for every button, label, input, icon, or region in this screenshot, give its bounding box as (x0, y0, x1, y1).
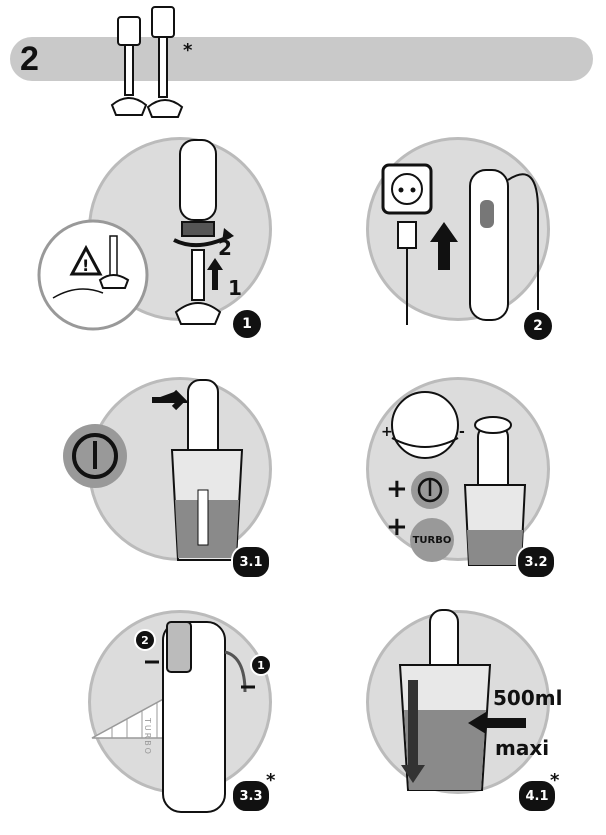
plus-power-sign: + (386, 474, 408, 504)
turbo-label: TURBO (412, 534, 452, 546)
section-header-bar (10, 37, 593, 81)
turbo-button: TURBO (410, 518, 454, 562)
step3-1-badge: 3.1 (231, 545, 271, 579)
beaker-fill-illustration (398, 609, 492, 791)
step3-3-asterisk: * (266, 770, 276, 791)
blender-handle-illustration (145, 621, 255, 813)
blender-speed-adjust-illustration (463, 416, 527, 566)
speed-dial-illustration (391, 391, 459, 459)
blending-in-beaker-illustration (152, 379, 244, 561)
step1-arrow-label-1: 1 (228, 276, 242, 300)
section-number: 2 (20, 40, 39, 78)
speed-minus-sign: - (459, 424, 465, 440)
step3-3-badge: 3.3 (231, 779, 271, 813)
header-asterisk: * (183, 40, 193, 61)
warning-inset-illustration: ! (37, 219, 149, 331)
capacity-label: 500ml (493, 686, 563, 710)
plus-turbo-sign: + (386, 512, 408, 542)
max-level-arrow (468, 712, 526, 734)
blender-attachments-illustration (110, 6, 184, 118)
blender-disassembly-illustration (173, 139, 234, 325)
step1-badge: 1 (231, 308, 263, 340)
maxi-label: maxi (495, 736, 550, 760)
power-button-icon (63, 424, 127, 488)
step2-badge: 2 (522, 310, 554, 342)
plug-in-illustration (381, 163, 539, 325)
step3-2-badge: 3.2 (516, 545, 556, 579)
power-button-icon-small (411, 471, 449, 509)
step4-1-asterisk: * (550, 770, 560, 791)
svg-text:!: ! (82, 256, 89, 275)
callout-1: 1 (250, 654, 272, 676)
callout-2: 2 (134, 629, 156, 651)
speed-plus-sign: + (381, 424, 393, 440)
step1-arrow-label-2: 2 (218, 236, 232, 260)
step2-circle (366, 137, 550, 321)
step4-1-badge: 4.1 (517, 779, 557, 813)
